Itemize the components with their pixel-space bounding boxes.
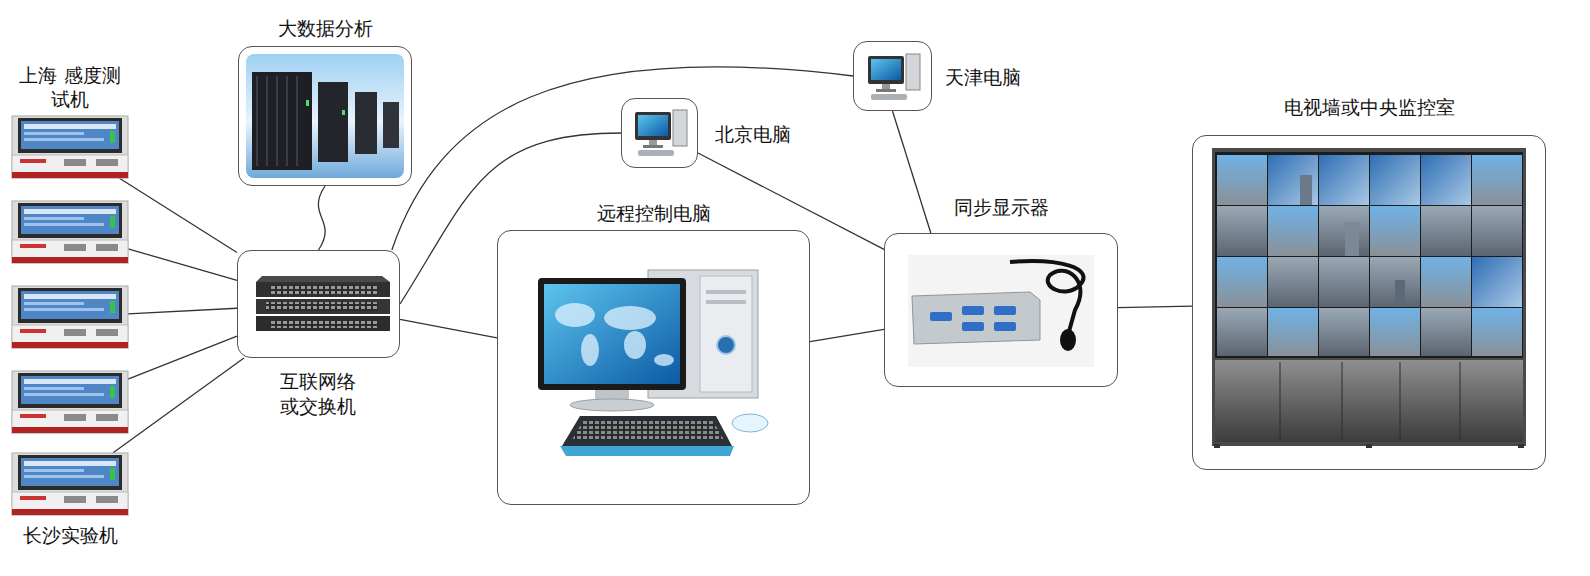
connector-line [318, 186, 325, 250]
test-machine: 长沙实验机 [12, 453, 128, 515]
computer-box: 天津电脑 [853, 41, 932, 111]
video-wall-box: 电视墙或中央监控室 [1192, 135, 1546, 470]
connector-line [119, 178, 237, 253]
node-label: 长沙实验机 [23, 523, 118, 548]
connector-line [893, 111, 931, 233]
connector-line [392, 67, 853, 250]
node-label: 同步显示器 [954, 195, 1049, 220]
node-label: 天津电脑 [945, 65, 1021, 90]
node-label: 大数据分析 [278, 16, 373, 41]
connector-line [128, 249, 237, 281]
connector-line [128, 308, 237, 314]
switch-box: 互联网络 或交换机 [237, 250, 400, 358]
node-label: 远程控制电脑 [597, 201, 711, 226]
node-label: 北京电脑 [715, 122, 791, 147]
connector-line [1118, 306, 1192, 308]
node-label: 上海 感度测试机 [17, 63, 123, 112]
server-box: 大数据分析 [238, 46, 412, 186]
splitter-box: 同步显示器 [884, 233, 1118, 387]
test-machine: 上海 感度测试机 [12, 116, 128, 178]
connector-line [810, 329, 884, 341]
computer-box: 远程控制电脑 [497, 230, 810, 505]
test-machine [12, 201, 128, 263]
computer-box: 北京电脑 [621, 98, 698, 168]
connector-line [128, 336, 237, 379]
test-machine [12, 286, 128, 348]
connector-line [698, 153, 884, 249]
node-label: 电视墙或中央监控室 [1284, 95, 1455, 120]
node-label: 互联网络 或交换机 [275, 369, 362, 418]
connector-line [113, 358, 244, 453]
test-machine [12, 371, 128, 433]
connector-line [400, 319, 497, 337]
